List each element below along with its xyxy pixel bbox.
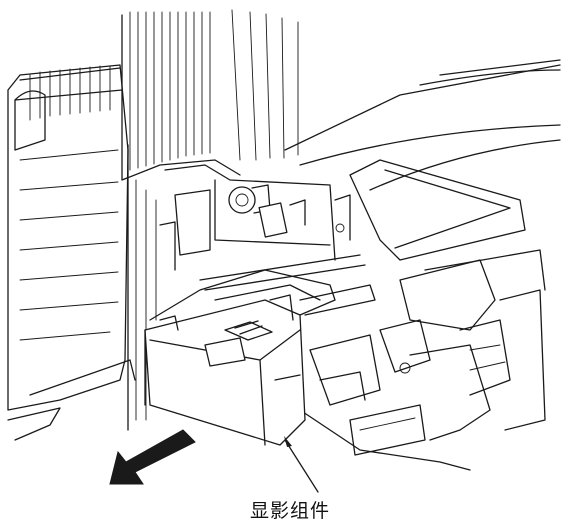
knob-icon bbox=[228, 186, 256, 214]
top-cover bbox=[284, 59, 561, 191]
callout-label: 显影组件 bbox=[250, 500, 331, 522]
lever-icon bbox=[258, 202, 288, 238]
left-side-door bbox=[7, 64, 136, 441]
ribbed-frame bbox=[121, 9, 299, 431]
callout-leader bbox=[284, 436, 319, 493]
developer-unit bbox=[144, 269, 336, 446]
right-frame bbox=[299, 159, 546, 471]
central-mechanism bbox=[159, 164, 351, 271]
pull-direction-arrow bbox=[109, 429, 196, 485]
slide-rails bbox=[199, 254, 376, 316]
leader-arrowhead-icon bbox=[284, 436, 292, 447]
arrow-down-left-icon bbox=[109, 429, 196, 485]
